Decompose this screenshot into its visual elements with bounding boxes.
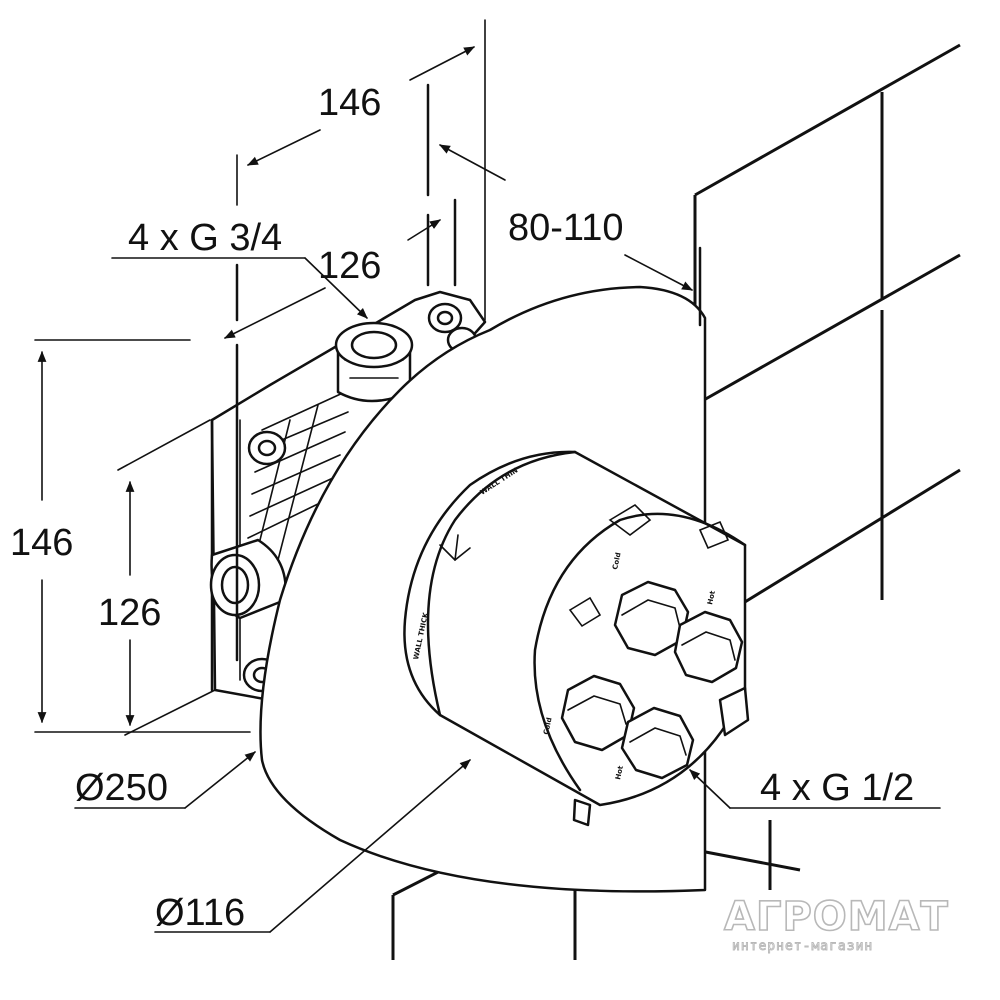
label-146-top: 146 xyxy=(318,82,381,124)
label-126-left: 126 xyxy=(98,592,161,634)
hex-connections xyxy=(560,580,744,780)
watermark: АГРОМАТ интернет-магазин xyxy=(723,893,949,954)
mark-cold-left: Cold xyxy=(542,717,553,736)
label-80-110: 80-110 xyxy=(508,207,624,249)
label-dia-116: Ø116 xyxy=(155,892,245,934)
label-146-left: 146 xyxy=(10,522,73,564)
label-dia-250: Ø250 xyxy=(75,767,168,809)
dimension-labels: 146 80-110 4 x G 3/4 126 146 126 Ø250 Ø1… xyxy=(10,82,914,934)
hex-nut-bottom-right xyxy=(620,706,695,780)
watermark-brand: АГРОМАТ xyxy=(724,894,949,940)
mark-cold-top: Cold xyxy=(611,552,622,571)
label-4xG34: 4 x G 3/4 xyxy=(128,217,282,259)
label-126-top: 126 xyxy=(318,245,381,287)
dimension-lines xyxy=(34,19,941,933)
label-4xG12: 4 x G 1/2 xyxy=(760,767,914,809)
watermark-subtitle: интернет-магазин xyxy=(732,939,873,954)
hex-nut-top-right xyxy=(673,610,744,684)
mark-hot-right: Hot xyxy=(706,589,717,605)
mark-hot-bottom: Hot xyxy=(614,764,625,780)
